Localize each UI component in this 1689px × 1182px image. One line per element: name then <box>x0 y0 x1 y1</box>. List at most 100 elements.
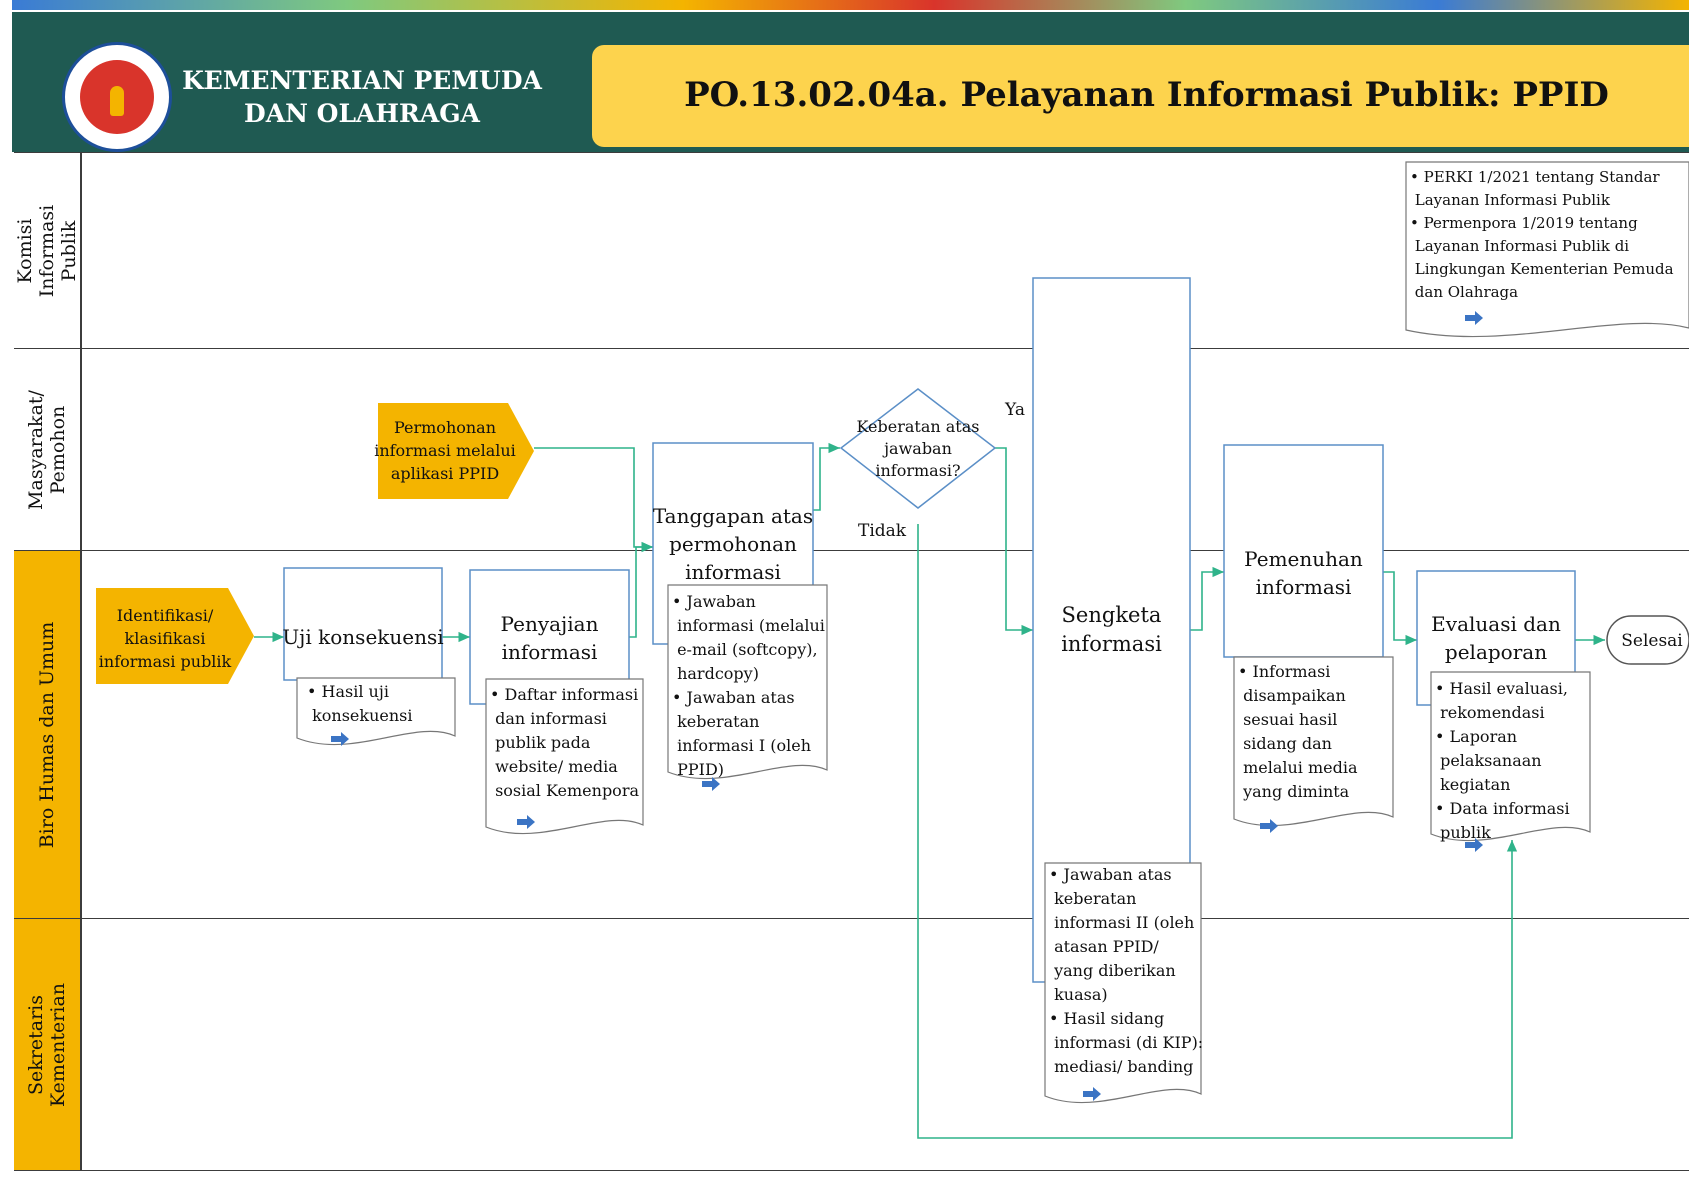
label-line: informasi? <box>875 461 960 480</box>
process-box <box>283 567 443 681</box>
lane-label-masyarakat: Masyarakat/ Pemohon <box>14 349 82 550</box>
start-start1: Identifikasi/klasifikasi informasi publik <box>96 588 254 684</box>
arrow-right-icon <box>331 732 349 746</box>
document-line: yang diberikan <box>1049 961 1176 980</box>
connector-line <box>534 447 653 553</box>
document-line: keberatan <box>672 712 759 731</box>
start-shape <box>96 588 254 684</box>
decision-keberatan: Keberatan atas jawaban informasi? <box>839 388 997 509</box>
document-line: publik <box>1435 823 1491 842</box>
document-doc_pemenuhan: • Informasi disampaikan sesuai hasil sid… <box>1233 656 1394 833</box>
label-line: klasifikasi <box>125 629 206 648</box>
document-line: • Hasil evaluasi, <box>1435 679 1568 698</box>
document-text: • PERKI 1/2021 tentang Standar Layanan I… <box>1410 168 1674 301</box>
document-line: • Data informasi <box>1435 799 1570 818</box>
start-label: Identifikasi/klasifikasi informasi publik <box>99 606 232 671</box>
document-line: dan informasi <box>490 709 607 728</box>
label-line: Uji konsekuensi <box>282 625 443 649</box>
edge-label-no: Tidak <box>858 521 907 541</box>
document-line: website/ media <box>490 757 618 776</box>
document-line: • Informasi <box>1238 662 1330 681</box>
document-shape <box>1233 656 1394 827</box>
label-line: Permohonan <box>394 418 496 437</box>
process-uji: Uji konsekuensi <box>282 567 444 681</box>
document-text: • Jawaban atas keberatan informasi II (o… <box>1049 865 1203 1076</box>
ministry-name-line2: DAN OLAHRAGA <box>244 99 480 128</box>
document-line: • Hasil uji <box>307 682 389 701</box>
document-shape <box>485 678 644 835</box>
label-line: jawaban <box>882 439 952 458</box>
label-line: informasi <box>1061 632 1162 656</box>
label-line: aplikasi PPID <box>391 464 499 483</box>
document-line: • Jawaban atas <box>1049 865 1172 884</box>
logo-torch-icon <box>110 86 124 116</box>
label-line: pelaporan <box>1445 640 1547 664</box>
document-line: • Jawaban <box>672 592 756 611</box>
label-line: Pemenuhan <box>1244 547 1363 571</box>
process-pemenuhan: Pemenuhan informasi <box>1223 444 1384 658</box>
arrow-right-icon <box>1465 311 1483 325</box>
decision-diamond <box>839 388 997 509</box>
document-text: • Daftar informasi dan informasi publik … <box>490 685 639 800</box>
document-line: rekomendasi <box>1435 703 1545 722</box>
label-line: Identifikasi/ <box>117 606 214 625</box>
document-shape <box>1430 671 1591 842</box>
lane-divider <box>14 348 1689 349</box>
document-text: • Hasil uji konsekuensi <box>307 682 413 725</box>
end-label: Selesai <box>1621 631 1683 651</box>
document-line: informasi I (oleh <box>672 736 811 755</box>
document-line: Layanan Informasi Publik <box>1410 191 1611 209</box>
label-line: Keberatan atas <box>857 417 980 436</box>
label-line: informasi publik <box>99 652 232 671</box>
process-label: Pemenuhan informasi <box>1244 547 1363 599</box>
ministry-name: KEMENTERIAN PEMUDA DAN OLAHRAGA <box>172 64 552 130</box>
process-label: Uji konsekuensi <box>282 625 443 649</box>
lane-label-komisi: Komisi Informasi Publik <box>14 153 82 348</box>
edge-label-yes: Ya <box>1004 400 1025 420</box>
document-doc_uji: • Hasil uji konsekuensi <box>296 677 456 746</box>
document-line: yang diminta <box>1238 782 1350 801</box>
document-text: • Informasi disampaikan sesuai hasil sid… <box>1238 662 1358 801</box>
document-line: pelaksanaan <box>1435 751 1542 770</box>
ministry-name-line1: KEMENTERIAN PEMUDA <box>182 66 542 95</box>
process-label: Penyajian informasi <box>501 612 599 664</box>
document-shape <box>667 584 828 780</box>
label-line: Penyajian <box>501 612 599 636</box>
label-line: informasi <box>502 640 598 664</box>
document-line: PPID) <box>672 760 724 779</box>
process-box <box>1223 444 1384 658</box>
process-label: Tanggapan atas permohonan informasi <box>653 504 813 584</box>
label-line: Selesai <box>1621 631 1683 651</box>
arrow-right-icon <box>1260 819 1278 833</box>
start-shape <box>378 403 534 499</box>
label-line: informasi <box>1256 575 1352 599</box>
page-header: KEMENTERIAN PEMUDA DAN OLAHRAGA PO.13.02… <box>12 0 1689 152</box>
document-doc_penyajian: • Daftar informasi dan informasi publik … <box>485 678 644 835</box>
document-shape <box>296 677 456 746</box>
page-title: PO.13.02.04a. Pelayanan Informasi Publik… <box>684 75 1609 115</box>
document-line: informasi (melalui <box>672 616 825 635</box>
title-banner: PO.13.02.04a. Pelayanan Informasi Publik… <box>592 45 1689 147</box>
label-line: informasi <box>685 560 781 584</box>
ministry-logo <box>62 42 172 152</box>
document-doc_tanggapan: • Jawaban informasi (melalui e-mail (sof… <box>667 584 828 791</box>
connector-line <box>995 447 1033 636</box>
connector-line <box>813 442 840 511</box>
arrow-right-icon <box>702 777 720 791</box>
label-line: Evaluasi dan <box>1431 612 1561 636</box>
label-line: permohonan <box>669 532 797 556</box>
logo-emblem <box>80 60 154 134</box>
document-doc_evaluasi: • Hasil evaluasi, rekomendasi• Laporan p… <box>1430 671 1591 852</box>
arrow-right-icon <box>517 815 535 829</box>
document-line: e-mail (softcopy), <box>672 640 818 659</box>
connector-line <box>1190 566 1224 631</box>
document-line: atasan PPID/ <box>1049 937 1159 956</box>
document-text: • Jawaban informasi (melalui e-mail (sof… <box>672 592 825 779</box>
document-line: • Permenpora 1/2019 tentang <box>1410 214 1638 232</box>
label-line: Tanggapan atas <box>653 504 813 528</box>
decision-label: Keberatan atas jawaban informasi? <box>857 417 980 480</box>
document-line: dan Olahraga <box>1410 283 1518 301</box>
